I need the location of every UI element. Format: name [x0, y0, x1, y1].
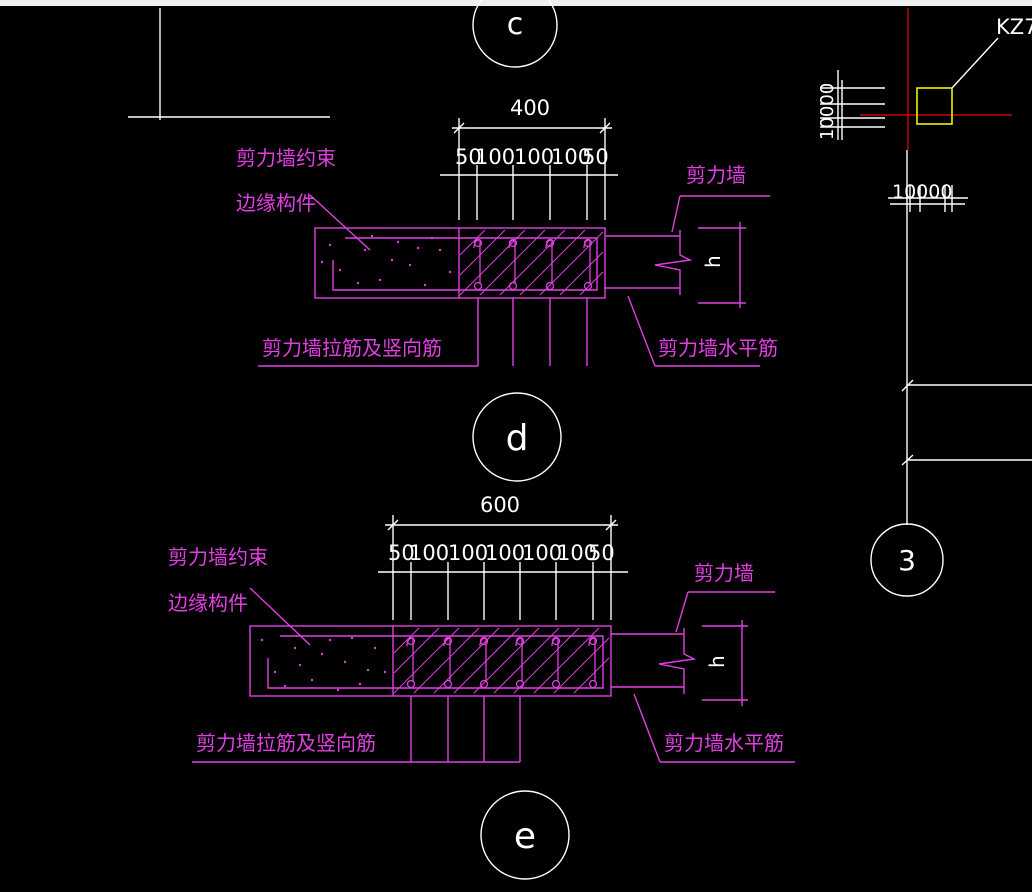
detail-d-label-constraint-1: 剪力墙约束 — [236, 146, 336, 170]
grid-bubble-e: e — [480, 790, 570, 880]
detail-d-leaders — [258, 194, 770, 367]
detail-e-hatch — [393, 627, 610, 694]
detail-e-label-tie-bars: 剪力墙拉筋及竖向筋 — [196, 731, 376, 755]
grid-bubble-3: 3 — [870, 523, 944, 597]
detail-d-wall-outline — [314, 222, 746, 366]
column-label: KZ7 — [996, 15, 1032, 39]
detail-d-thickness-label: h — [701, 255, 725, 268]
detail-e-leaders — [192, 587, 795, 763]
grid-bubble-d-label: d — [506, 418, 529, 459]
detail-e-dim-6: 100 — [557, 541, 597, 565]
grid-bubble-d: d — [472, 392, 562, 482]
detail-e-dim-2: 100 — [409, 541, 449, 565]
detail-d-dim-2: 100 — [475, 145, 515, 169]
column-outline — [916, 87, 953, 125]
column-kz7: KZ7 10000 10000 — [817, 8, 1032, 212]
column-dim-y-label: 10000 — [817, 83, 838, 140]
detail-e-dim-4: 100 — [485, 541, 525, 565]
detail-e-dim-5: 100 — [522, 541, 562, 565]
grid-bubble-c-label: c — [507, 7, 524, 42]
grid-bubble-c: c — [472, 0, 558, 68]
grid-bubble-3-label: 3 — [898, 544, 916, 577]
column-dim-y — [820, 70, 885, 140]
detail-d-dim-5: 50 — [582, 145, 609, 169]
detail-d-hatch — [459, 229, 604, 296]
grid-bubble-e-label: e — [514, 816, 536, 857]
detail-d-rebars — [473, 238, 593, 291]
detail-d-label-tie-bars: 剪力墙拉筋及竖向筋 — [262, 336, 442, 360]
detail-e-wall-outline — [249, 620, 748, 762]
detail-e-label-constraint-2: 边缘构件 — [168, 591, 248, 615]
detail-e-label-horizontal-bars: 剪力墙水平筋 — [664, 731, 784, 755]
detail-e: 600 50 100 100 100 100 100 50 — [168, 493, 795, 763]
column-dim-x-label: 10000 — [892, 181, 952, 203]
detail-d-dim-1: 50 — [455, 145, 482, 169]
detail-d-label-shear-wall: 剪力墙 — [686, 163, 746, 187]
detail-d: 400 50 100 100 100 50 — [236, 96, 778, 367]
detail-d-dim-4: 100 — [551, 145, 591, 169]
viewport-top-edge — [0, 0, 1032, 6]
detail-d-label-horizontal-bars: 剪力墙水平筋 — [658, 336, 778, 360]
detail-e-label-constraint-1: 剪力墙约束 — [168, 545, 268, 569]
column-dim-x — [888, 185, 968, 212]
detail-e-dim-7: 50 — [588, 541, 615, 565]
column-leader — [951, 37, 999, 89]
detail-e-total-dim: 600 — [480, 493, 520, 517]
detail-d-dimension-lines — [440, 118, 618, 220]
detail-e-dim-1: 50 — [388, 541, 415, 565]
detail-e-label-shear-wall: 剪力墙 — [694, 561, 754, 585]
detail-d-dim-3: 100 — [514, 145, 554, 169]
detail-d-total-dim: 400 — [510, 96, 550, 120]
detail-d-concrete-dots — [320, 234, 452, 287]
detail-e-dim-3: 100 — [448, 541, 488, 565]
detail-e-dimension-lines — [378, 515, 628, 620]
detail-e-concrete-dots — [260, 636, 387, 692]
detail-e-rebars — [406, 636, 598, 689]
grid-lines — [128, 8, 1032, 525]
detail-e-thickness-label: h — [705, 655, 729, 668]
detail-d-label-constraint-2: 边缘构件 — [236, 191, 316, 215]
